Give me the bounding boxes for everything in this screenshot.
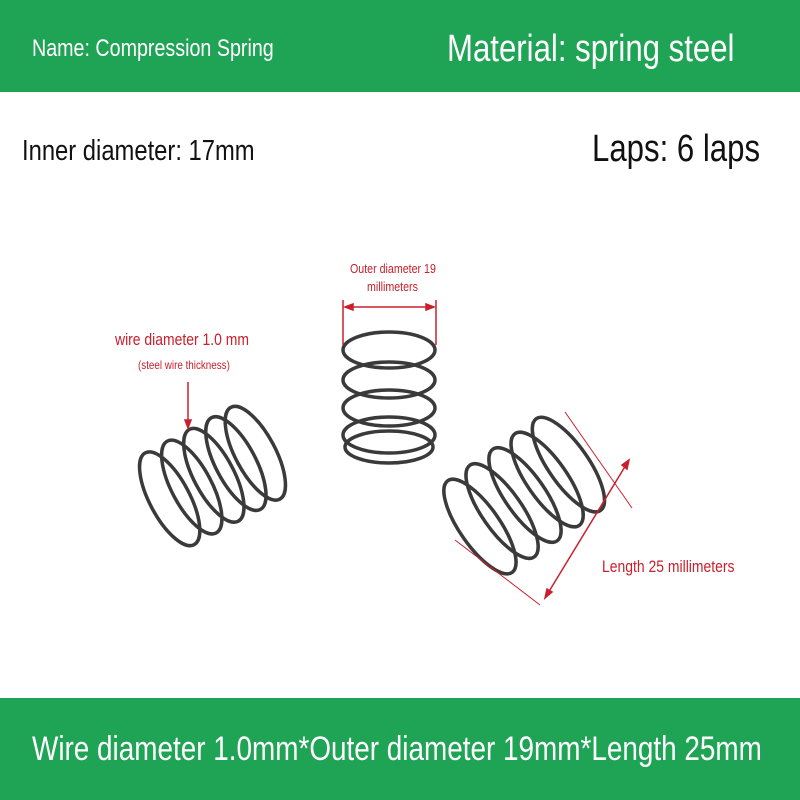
outer-diameter-label: Outer diameter 19	[350, 261, 436, 276]
outer-diameter-unit: millimeters	[367, 279, 418, 294]
material-label: Material: spring steel	[447, 28, 735, 70]
wire-note-label: (steel wire thickness)	[138, 358, 230, 372]
spec-summary: Wire diameter 1.0mm*Outer diameter 19mm*…	[32, 730, 762, 768]
footer-band: Wire diameter 1.0mm*Outer diameter 19mm*…	[0, 698, 800, 800]
laps-count: Laps: 6 laps	[592, 128, 761, 170]
header-band: Name: Compression Spring Material: sprin…	[0, 0, 800, 92]
right-spring	[442, 415, 607, 576]
center-spring	[341, 330, 437, 465]
dimension-arrows	[183, 300, 633, 606]
inner-diameter: Inner diameter: 17mm	[22, 135, 255, 167]
left-spring	[137, 404, 288, 548]
product-name: Name: Compression Spring	[32, 35, 274, 62]
length-label: Length 25 millimeters	[602, 557, 735, 576]
wire-diameter-label: wire diameter 1.0 mm	[115, 330, 250, 349]
